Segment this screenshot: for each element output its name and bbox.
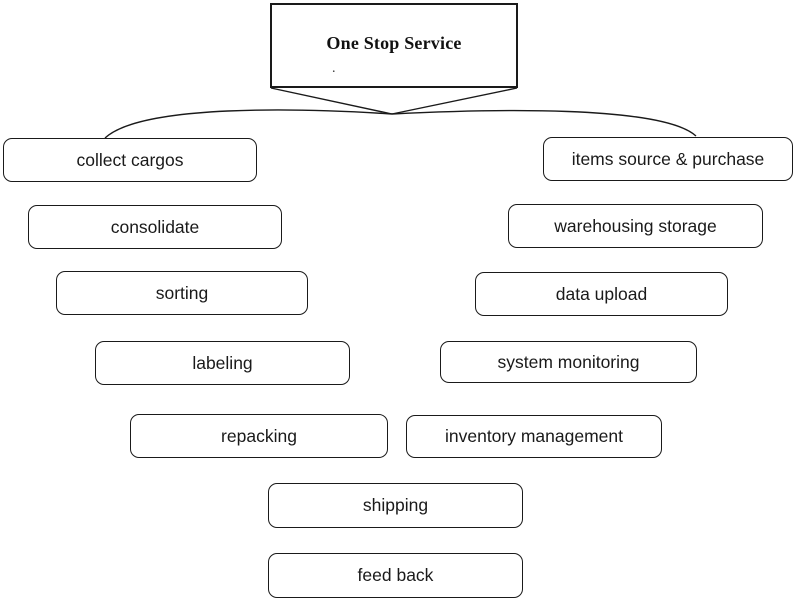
node-label: warehousing storage xyxy=(554,215,717,236)
node-data-upload: data upload xyxy=(475,272,728,316)
root-node: One Stop Service . xyxy=(270,3,518,88)
funnel-left-line xyxy=(270,87,393,115)
funnel-right-line xyxy=(391,87,518,115)
node-sorting: sorting xyxy=(56,271,308,315)
node-label: repacking xyxy=(221,425,297,446)
node-label: collect cargos xyxy=(76,149,184,170)
branch-curve-left xyxy=(104,109,393,139)
node-label: system monitoring xyxy=(497,351,640,372)
node-warehousing-storage: warehousing storage xyxy=(508,204,763,248)
node-label: sorting xyxy=(155,282,209,303)
node-collect-cargos: collect cargos xyxy=(3,138,257,182)
root-node-stray-mark: . xyxy=(332,61,336,76)
node-label: inventory management xyxy=(444,426,624,446)
node-inventory-management: inventory management xyxy=(406,415,662,458)
node-items-source-purchase: items source & purchase xyxy=(543,137,793,181)
node-consolidate: consolidate xyxy=(28,205,282,249)
node-feed-back: feed back xyxy=(268,553,523,598)
node-label: data upload xyxy=(555,283,648,304)
node-label: consolidate xyxy=(110,216,200,237)
node-label: items source & purchase xyxy=(571,148,765,169)
node-system-monitoring: system monitoring xyxy=(440,341,697,383)
node-label: labeling xyxy=(192,352,253,373)
node-repacking: repacking xyxy=(130,414,388,458)
node-labeling: labeling xyxy=(95,341,350,385)
node-label: shipping xyxy=(362,495,429,515)
branch-curve-right xyxy=(391,109,697,137)
node-shipping: shipping xyxy=(268,483,523,528)
node-label: feed back xyxy=(357,565,434,585)
root-node-label: One Stop Service xyxy=(326,33,462,53)
